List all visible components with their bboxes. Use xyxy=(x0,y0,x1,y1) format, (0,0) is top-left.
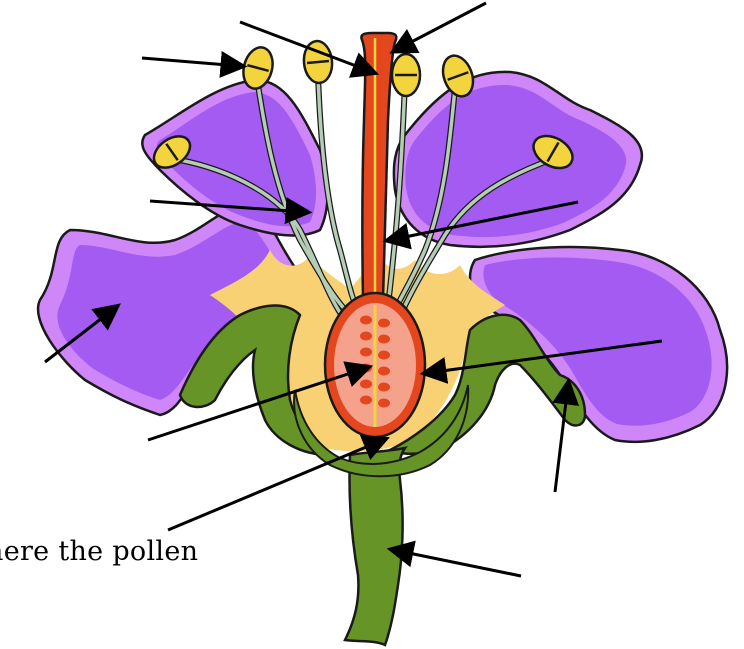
anther-4 xyxy=(392,54,420,96)
arrow-stem xyxy=(394,550,521,576)
stem xyxy=(345,448,405,645)
caption-text: here the pollen xyxy=(0,536,198,567)
ovary xyxy=(325,293,425,437)
arrow-anther xyxy=(142,58,240,66)
arrow-stigma xyxy=(396,3,486,50)
